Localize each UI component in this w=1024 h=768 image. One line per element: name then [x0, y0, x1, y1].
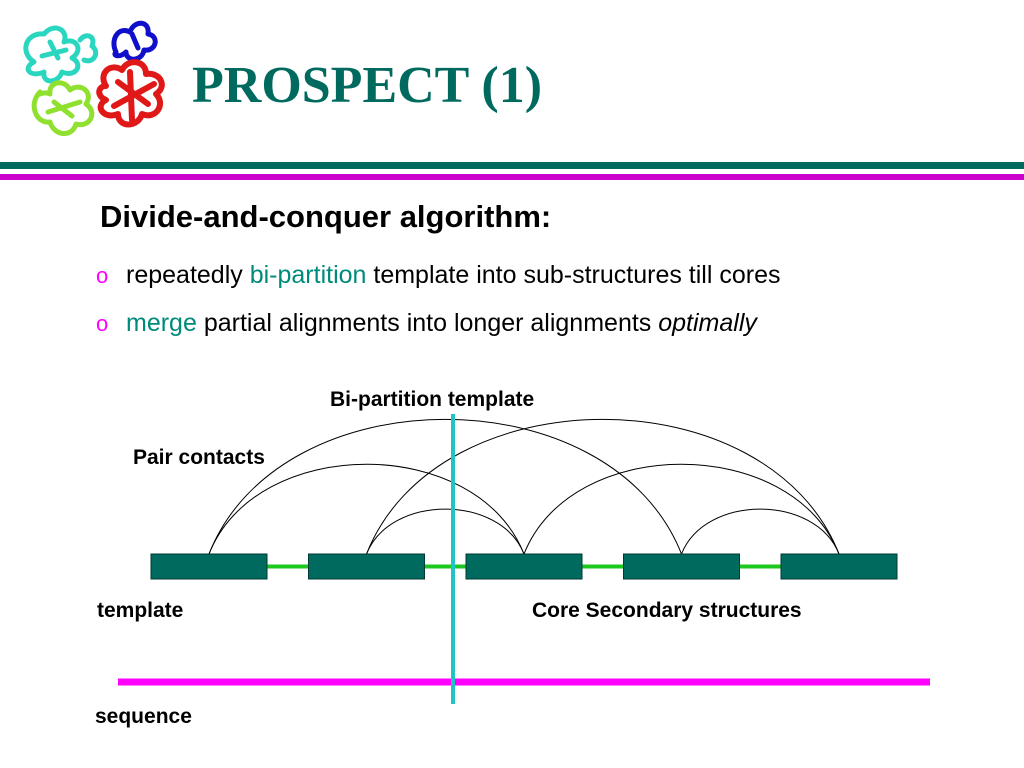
- contact-arc: [523, 463, 840, 555]
- blue-ribbon: [111, 20, 158, 62]
- contact-arc: [366, 419, 840, 555]
- contact-arc: [681, 508, 840, 555]
- pair-contacts-label: Pair contacts: [133, 446, 265, 469]
- slide-title: PROSPECT (1): [192, 57, 543, 114]
- sequence-label: sequence: [95, 705, 192, 728]
- core-structures: [150, 553, 898, 580]
- contact-arc: [208, 419, 682, 555]
- contact-arc: [208, 463, 525, 555]
- template-label: template: [97, 599, 183, 622]
- bullet-text: repeatedly: [126, 261, 250, 289]
- bullet-marker: o: [96, 311, 109, 336]
- core-structure-block: [465, 553, 583, 580]
- bullet-emphasis: optimally: [658, 309, 757, 337]
- cyan-ribbon: [23, 25, 99, 84]
- core-structure-block: [150, 553, 268, 580]
- bipartition-label: Bi-partition template: [330, 388, 534, 411]
- core-structure-block: [308, 553, 425, 580]
- divider-magenta-bar: [0, 174, 1024, 180]
- core-structure-block: [623, 553, 740, 580]
- bipartition-diagram: Bi-partition template Pair contacts temp…: [95, 388, 930, 728]
- bullet-text: template into sub-structures till cores: [366, 261, 781, 289]
- pair-contacts: [208, 419, 840, 555]
- title-divider: [0, 162, 1024, 180]
- divider-teal-bar: [0, 162, 1024, 169]
- bullet-highlight: merge: [126, 309, 197, 337]
- contact-arc: [366, 508, 525, 555]
- green-ribbon: [31, 80, 95, 136]
- bullet-marker: o: [96, 263, 109, 288]
- bullet-highlight: bi-partition: [249, 261, 367, 289]
- core-structure-block: [780, 553, 898, 580]
- core-structures-label: Core Secondary structures: [532, 599, 802, 622]
- bullet-bipartition: o repeatedly bi-partition template into s…: [96, 259, 781, 292]
- red-ribbon: [96, 59, 165, 128]
- section-heading: Divide-and-conquer algorithm:: [100, 199, 552, 234]
- bullet-text: partial alignments into longer alignment…: [196, 309, 659, 337]
- protein-structure-logo: [23, 20, 165, 136]
